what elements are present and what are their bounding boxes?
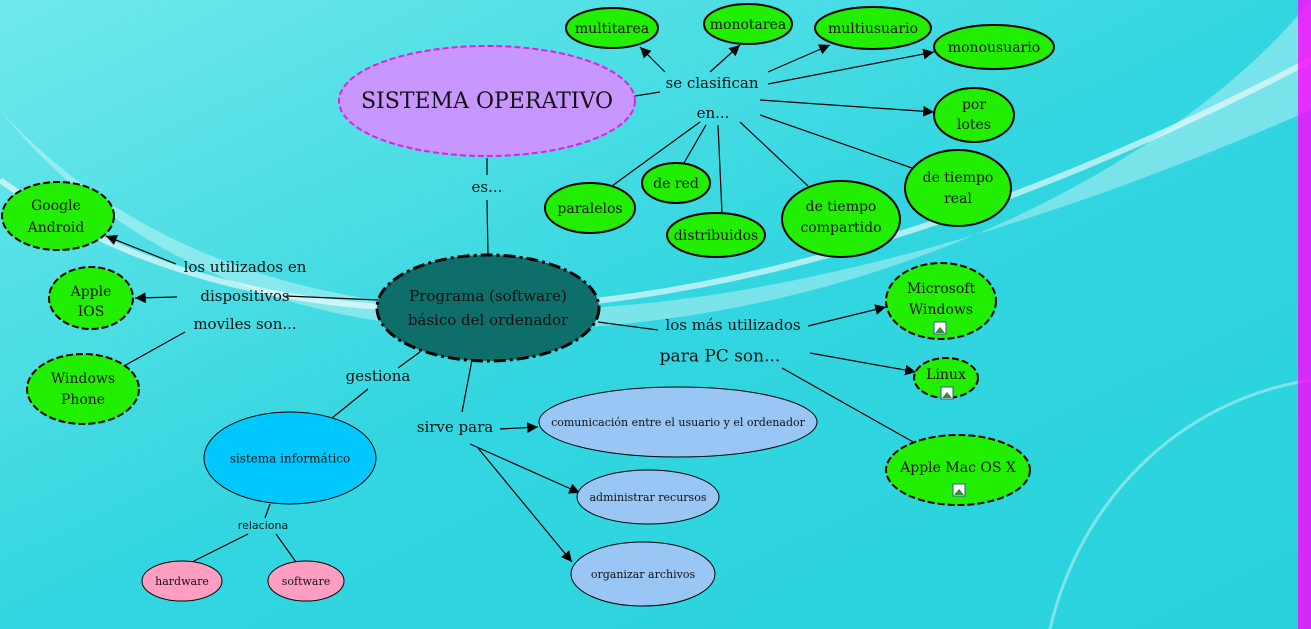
node-sistema-informatico[interactable]: sistema informático [203, 411, 377, 505]
node-comunicacion[interactable]: comunicación entre el usuario y el orden… [538, 386, 818, 458]
node-label: Apple [70, 284, 112, 300]
node-apple-mac-os-x[interactable]: Apple Mac OS X [885, 434, 1031, 506]
node-multiusuario[interactable]: multiusuario [814, 6, 932, 50]
node-paralelos[interactable]: paralelos [544, 182, 636, 234]
node-label: administrar recursos [590, 491, 707, 504]
link-se-clasifican: se clasifican [666, 74, 759, 92]
image-icon[interactable] [952, 483, 966, 497]
image-attachment-icons [933, 321, 966, 497]
node-label: Windows [51, 371, 115, 387]
node-linux[interactable]: Linux [913, 357, 979, 399]
node-label: monousuario [948, 40, 1040, 56]
node-label: sistema informático [230, 452, 351, 466]
node-de-red[interactable]: de red [641, 162, 711, 204]
node-label: SISTEMA OPERATIVO [361, 89, 613, 114]
node-administrar-recursos[interactable]: administrar recursos [576, 469, 720, 525]
node-label: IOS [78, 304, 105, 320]
image-icon[interactable] [933, 321, 947, 335]
node-label: de tiempo [806, 199, 877, 215]
node-label: Android [27, 220, 85, 236]
node-label: por [962, 97, 986, 113]
connectors [105, 44, 935, 563]
link-es: es... [472, 178, 503, 196]
node-monotarea[interactable]: monotarea [703, 3, 793, 45]
node-label: hardware [155, 575, 209, 588]
node-label: multitarea [575, 21, 649, 37]
node-label: Google [31, 198, 81, 214]
node-label: software [282, 575, 331, 588]
node-label: real [944, 191, 972, 207]
node-label: compartido [800, 220, 881, 236]
link-en: en... [697, 104, 730, 122]
link-pc: los más utilizados [665, 316, 800, 334]
node-monousuario[interactable]: monousuario [933, 24, 1055, 70]
node-label: Apple Mac OS X [899, 460, 1016, 476]
node-label: monotarea [710, 17, 786, 33]
node-label: Windows [909, 302, 973, 318]
node-label: Linux [926, 367, 966, 383]
node-tiempo-compartido[interactable]: de tiempo compartido [781, 180, 901, 258]
node-label: paralelos [557, 201, 622, 217]
node-organizar-archivos[interactable]: organizar archivos [570, 541, 716, 607]
node-label: distribuidos [674, 228, 758, 244]
node-label: de red [653, 176, 699, 192]
node-label: Microsoft [907, 281, 976, 297]
node-label: básico del ordenador [408, 311, 569, 329]
node-label: organizar archivos [591, 568, 696, 581]
node-multitarea[interactable]: multitarea [565, 7, 659, 49]
node-distribuidos[interactable]: distribuidos [666, 212, 766, 258]
window-edge [1298, 0, 1311, 629]
node-programa[interactable]: Programa (software) básico del ordenador [375, 253, 601, 363]
link-labels: se clasifican en... es... los utilizados… [184, 74, 801, 532]
image-icon[interactable] [940, 386, 954, 400]
link-moviles: los utilizados en [184, 258, 307, 276]
node-label: Programa (software) [409, 287, 567, 305]
node-label: multiusuario [828, 21, 918, 37]
link-moviles: moviles son... [193, 315, 296, 333]
node-label: comunicación entre el usuario y el orden… [551, 416, 806, 429]
node-label: Phone [61, 392, 105, 408]
node-software[interactable]: software [267, 560, 345, 602]
node-hardware[interactable]: hardware [141, 560, 223, 602]
link-gestiona: gestiona [346, 367, 411, 385]
node-tiempo-real[interactable]: de tiempo real [904, 149, 1012, 227]
background-curve [1048, 378, 1311, 629]
node-label: de tiempo [923, 170, 994, 186]
link-moviles: dispositivos [200, 287, 289, 305]
node-sistema-operativo[interactable]: SISTEMA OPERATIVO [338, 45, 636, 157]
node-por-lotes[interactable]: por lotes [933, 87, 1015, 143]
link-pc: para PC son... [660, 347, 781, 367]
link-relaciona: relaciona [238, 519, 288, 532]
link-sirve-para: sirve para [417, 418, 494, 436]
node-label: lotes [957, 117, 991, 133]
